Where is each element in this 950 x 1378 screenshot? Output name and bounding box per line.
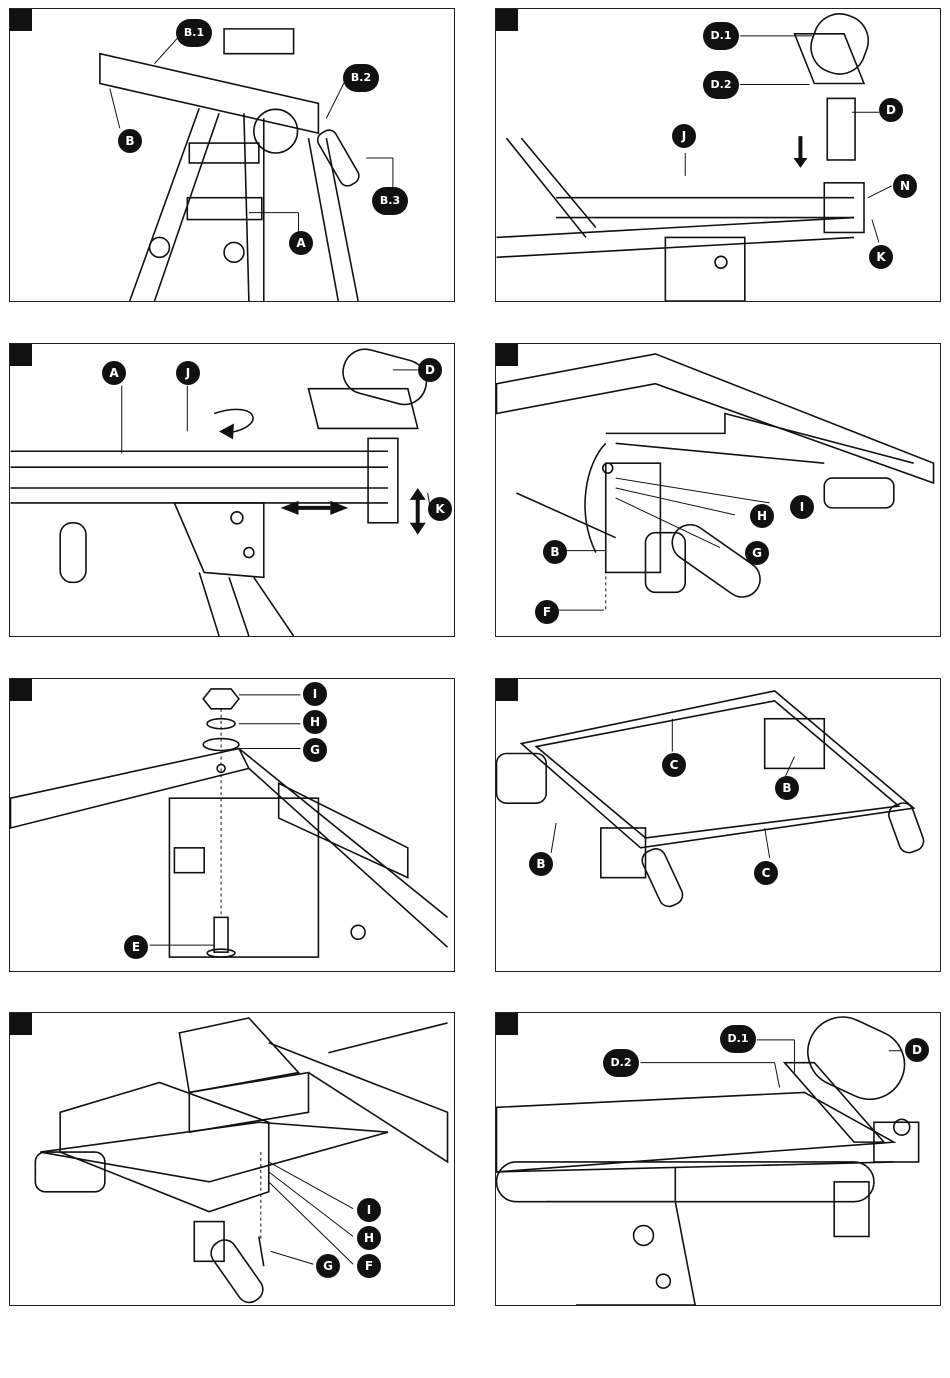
saw-mounting-illustration: [496, 344, 940, 636]
callout-h: H: [357, 1226, 381, 1250]
callout-i: I: [357, 1198, 381, 1222]
callout-d2: D.2: [703, 71, 739, 99]
step-marker: [496, 9, 518, 31]
step-marker: [496, 1013, 518, 1035]
step-panel-3: A J D K: [9, 343, 455, 637]
extension-arm-illustration: [10, 344, 454, 636]
step-panel-5: I H G E: [9, 678, 455, 972]
callout-c: C: [754, 861, 778, 885]
callout-b: B: [118, 129, 142, 153]
callout-h: H: [303, 710, 327, 734]
callout-i: I: [303, 682, 327, 706]
callout-b: B: [543, 540, 567, 564]
callout-e: E: [124, 935, 148, 959]
callout-b3: B.3: [372, 187, 408, 215]
callout-d1: D.1: [703, 22, 739, 50]
callout-d: D: [879, 98, 903, 122]
callout-a: A: [102, 361, 126, 385]
step-marker: [496, 679, 518, 701]
callout-g: G: [745, 541, 769, 565]
roller-closeup-illustration: [496, 1013, 940, 1305]
saw-base-fixing-illustration: [10, 1013, 454, 1305]
callout-b1: B.1: [176, 19, 212, 47]
step-marker: [10, 1013, 32, 1035]
step-panel-7: I H G F: [9, 1012, 455, 1306]
callout-b: B: [775, 776, 799, 800]
step-marker: [10, 679, 32, 701]
callout-n: N: [893, 174, 917, 198]
step-marker: [10, 344, 32, 366]
callout-i: I: [790, 495, 814, 519]
callout-k: K: [869, 245, 893, 269]
callout-f: F: [535, 600, 559, 624]
callout-d: D: [418, 358, 442, 382]
frame-rails-illustration: [496, 679, 940, 971]
callout-f: G: [316, 1254, 340, 1278]
step-panel-1: B.1 B.2 B.3 B A: [9, 8, 455, 302]
step-panel-4: I H G B F: [495, 343, 941, 637]
callout-a: A: [289, 231, 313, 255]
stand-frame-illustration: [10, 9, 454, 301]
callout-d1: D.1: [720, 1025, 756, 1053]
callout-d: D: [905, 1038, 929, 1062]
callout-j: J: [672, 124, 696, 148]
callout-c: C: [662, 753, 686, 777]
callout-g: F: [357, 1254, 381, 1278]
callout-b2: B.2: [343, 64, 379, 92]
callout-g: G: [303, 738, 327, 762]
bolt-assembly-illustration: [10, 679, 454, 971]
callout-k: K: [428, 497, 452, 521]
callout-d2: D.2: [603, 1049, 639, 1077]
callout-h: H: [750, 504, 774, 528]
callout-j: J: [176, 361, 200, 385]
callout-b: B: [529, 852, 553, 876]
step-panel-2: D.1 D.2 D J N K: [495, 8, 941, 302]
step-marker: [10, 9, 32, 31]
step-marker: [496, 344, 518, 366]
step-panel-6: C B B C: [495, 678, 941, 972]
step-panel-8: D.1 D.2 D: [495, 1012, 941, 1306]
